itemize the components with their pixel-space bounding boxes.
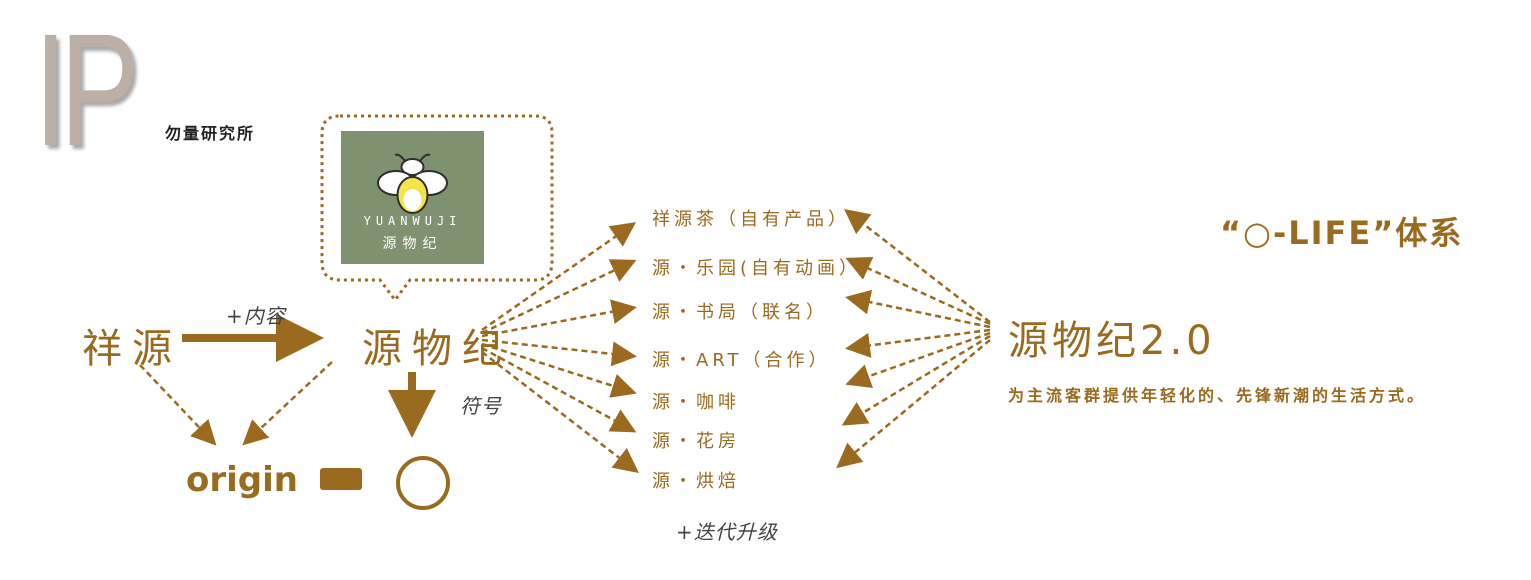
- o-circle-symbol: [396, 456, 450, 510]
- converge-line-3: [845, 289, 991, 329]
- content-label: +内容: [226, 304, 286, 328]
- fan-line-5: [481, 342, 637, 398]
- logo-english-text: YUANWUJI: [363, 214, 462, 228]
- fan-line-7: [481, 351, 639, 474]
- version-brand: 源物纪2.0: [1008, 318, 1216, 364]
- fan-line-4: [481, 338, 637, 367]
- studio-subtitle: 勿量研究所: [165, 124, 256, 143]
- iterate-label: +迭代升级: [676, 520, 778, 544]
- converge-line-6: [841, 334, 991, 426]
- item-park: 源・乐园(自有动画）: [652, 258, 862, 279]
- fan-line-1: [481, 222, 637, 332]
- item-bakery: 源・烘焙: [652, 471, 740, 492]
- fan-line-2: [481, 259, 637, 335]
- symbol-label: 符号: [460, 394, 502, 418]
- main-brand: 源物纪: [362, 326, 512, 372]
- logo-chinese-text: 源物纪: [382, 236, 443, 252]
- slogan: 为主流客群提供年轻化的、先锋新潮的生活方式。: [1008, 386, 1427, 405]
- item-bookstore: 源・书局（联名）: [652, 302, 828, 323]
- converge-line-1: [844, 208, 991, 323]
- brand-to-origin-line: [242, 361, 333, 446]
- item-art: 源・ART（合作）: [652, 350, 831, 371]
- converge-line-5: [845, 331, 991, 389]
- logo-speech-bubble: [320, 114, 554, 303]
- yuanwuji-logo: [341, 131, 484, 264]
- item-flower: 源・花房: [652, 431, 740, 452]
- fan-line-6: [481, 346, 637, 433]
- source-brand: 祥源: [82, 326, 182, 372]
- converge-line-4: [845, 328, 991, 358]
- converge-line-2: [845, 256, 991, 326]
- ip-title: IP: [34, 0, 140, 179]
- converge-line-7: [836, 339, 991, 469]
- source-to-origin-line: [139, 364, 217, 446]
- system-title: “○-LIFE”体系: [1220, 214, 1464, 252]
- origin-word: origin: [186, 460, 298, 500]
- item-tea: 祥源茶（自有产品）: [652, 209, 850, 230]
- equals-bar: [320, 468, 362, 490]
- item-coffee: 源・咖啡: [652, 392, 740, 413]
- fan-line-3: [481, 299, 637, 338]
- bee-icon: [377, 153, 448, 214]
